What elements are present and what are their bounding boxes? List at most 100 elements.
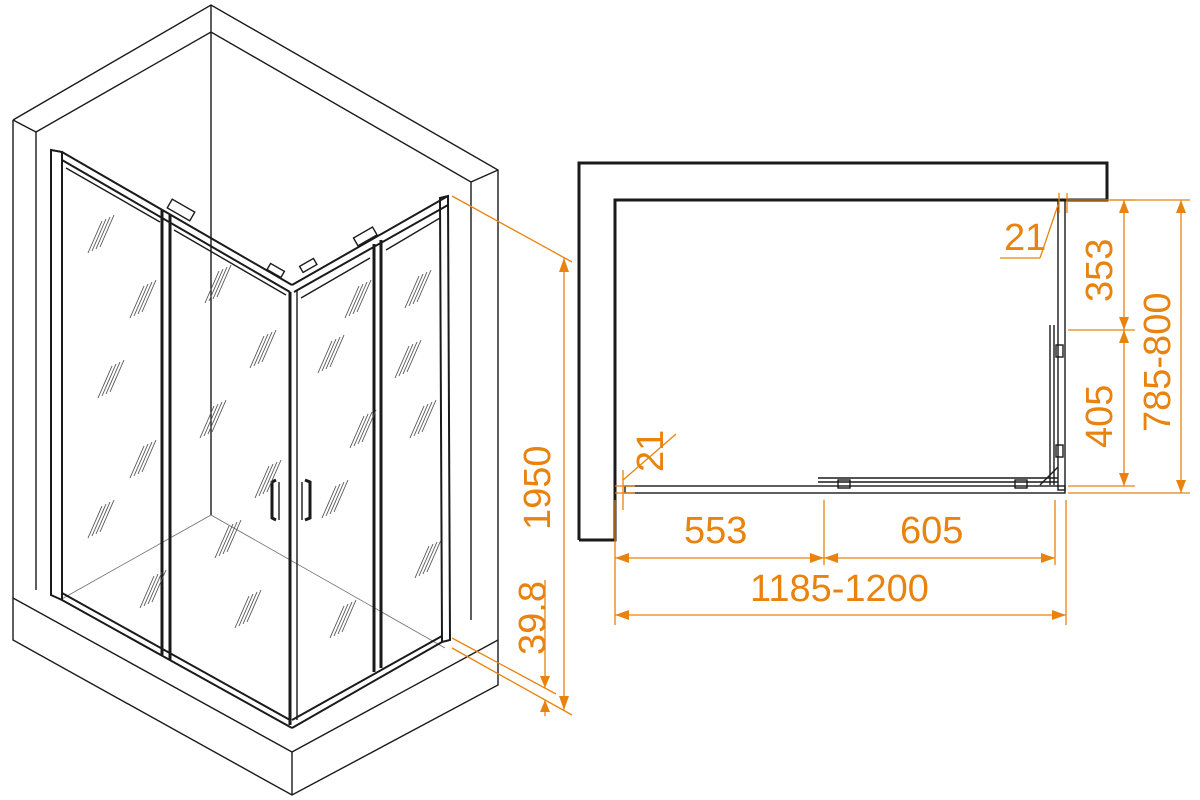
- side-glass-panels: [300, 217, 441, 672]
- glass-hatch-line: [99, 214, 115, 248]
- glass-hatch-line: [95, 501, 111, 535]
- glass-hatch-line: [129, 445, 145, 479]
- plan-side-profile: [1049, 199, 1066, 491]
- height-label: 1950: [517, 445, 559, 530]
- glass-hatch-line: [321, 485, 337, 519]
- front-total-dimension: 1185-1200: [615, 568, 1066, 620]
- isometric-view: [12, 4, 499, 796]
- glass-hatch-line: [105, 361, 121, 395]
- glass-hatch-line: [422, 541, 438, 575]
- glass-hatch-line: [203, 403, 219, 437]
- glass-hatch-line: [246, 589, 262, 623]
- glass-hatch-line: [141, 439, 157, 473]
- side-wall-gap-dimension: 21: [1000, 193, 1068, 259]
- glass-hatch-line: [226, 519, 242, 553]
- door-handles: [270, 478, 312, 522]
- wall-outline: [12, 4, 499, 640]
- glass-hatch-line: [325, 483, 341, 517]
- glass-hatch-line: [211, 399, 227, 433]
- glass-reflection-marks: [87, 214, 442, 639]
- glass-hatch-line: [214, 525, 230, 559]
- glass-hatch-line: [249, 335, 265, 369]
- glass-hatch-line: [341, 599, 357, 633]
- glass-hatch-line: [418, 543, 434, 577]
- glass-hatch-line: [254, 465, 270, 499]
- threshold-label: 39.8: [512, 581, 554, 655]
- glass-hatch-line: [325, 336, 341, 370]
- glass-hatch-line: [329, 481, 345, 515]
- glass-hatch-line: [91, 218, 107, 252]
- glass-hatch-line: [408, 273, 424, 307]
- glass-hatch-line: [257, 331, 273, 365]
- glass-hatch-line: [409, 405, 425, 439]
- glass-hatch-line: [348, 283, 364, 317]
- glass-hatch-line: [242, 591, 258, 625]
- glass-hatch-line: [147, 571, 163, 605]
- glass-hatch-line: [361, 409, 377, 443]
- glass-hatch-line: [412, 271, 428, 305]
- height-dimension: 1950: [451, 195, 573, 716]
- glass-hatch-line: [417, 401, 433, 435]
- glass-hatch-line: [101, 363, 117, 397]
- side-panel-dimensions: 353 405: [1068, 199, 1135, 487]
- glass-hatch-line: [421, 399, 437, 433]
- glass-hatch-line: [337, 601, 353, 635]
- glass-hatch-line: [414, 545, 430, 579]
- plan-front-profile: [624, 477, 1066, 494]
- front-fixed-panel-label: 553: [684, 510, 747, 552]
- glass-hatch-line: [262, 461, 278, 495]
- enclosure-frame: [50, 148, 452, 729]
- glass-hatch-line: [413, 403, 429, 437]
- glass-hatch-line: [208, 268, 224, 302]
- glass-hatch-line: [416, 269, 432, 303]
- side-total-dimension: 785-800: [1068, 199, 1190, 494]
- glass-hatch-line: [321, 338, 337, 372]
- glass-hatch-line: [356, 279, 372, 313]
- glass-hatch-line: [333, 479, 349, 513]
- glass-hatch-line: [87, 505, 103, 539]
- glass-hatch-line: [207, 401, 223, 435]
- glass-hatch-line: [238, 593, 254, 627]
- glass-hatch-line: [95, 216, 111, 250]
- glass-hatch-line: [97, 365, 113, 399]
- glass-hatch-line: [222, 521, 238, 555]
- glass-hatch-line: [253, 333, 269, 367]
- glass-hatch-line: [204, 270, 220, 304]
- glass-hatch-line: [357, 411, 373, 445]
- glass-hatch-line: [317, 340, 333, 374]
- threshold-dimension: 39.8: [451, 580, 557, 716]
- glass-hatch-line: [99, 499, 115, 533]
- glass-hatch-line: [261, 329, 277, 363]
- glass-hatch-line: [151, 569, 167, 603]
- glass-hatch-line: [349, 415, 365, 449]
- glass-hatch-line: [91, 503, 107, 537]
- glass-hatch-line: [352, 281, 368, 315]
- glass-hatch-line: [398, 343, 414, 377]
- glass-hatch-line: [87, 220, 103, 254]
- glass-hatch-line: [109, 359, 125, 393]
- front-door-label: 605: [900, 510, 963, 552]
- glass-hatch-line: [133, 443, 149, 477]
- front-wall-gap-label: 21: [630, 430, 672, 472]
- glass-hatch-line: [137, 281, 153, 315]
- glass-hatch-line: [218, 523, 234, 557]
- shower-base: [12, 514, 499, 796]
- glass-hatch-line: [137, 441, 153, 475]
- front-total-label: 1185-1200: [750, 568, 929, 610]
- side-door-label: 405: [1079, 385, 1121, 448]
- glass-hatch-line: [394, 345, 410, 379]
- glass-hatch-line: [143, 573, 159, 607]
- glass-hatch-line: [402, 341, 418, 375]
- glass-hatch-line: [133, 283, 149, 317]
- glass-hatch-line: [141, 279, 157, 313]
- front-panel-dimensions: 553 605: [614, 500, 1067, 625]
- glass-hatch-line: [329, 334, 345, 368]
- front-glass-panels: [65, 167, 287, 660]
- glass-hatch-line: [333, 603, 349, 637]
- glass-hatch-line: [234, 595, 250, 629]
- glass-hatch-line: [139, 575, 155, 609]
- glass-hatch-line: [404, 275, 420, 309]
- glass-hatch-line: [212, 266, 228, 300]
